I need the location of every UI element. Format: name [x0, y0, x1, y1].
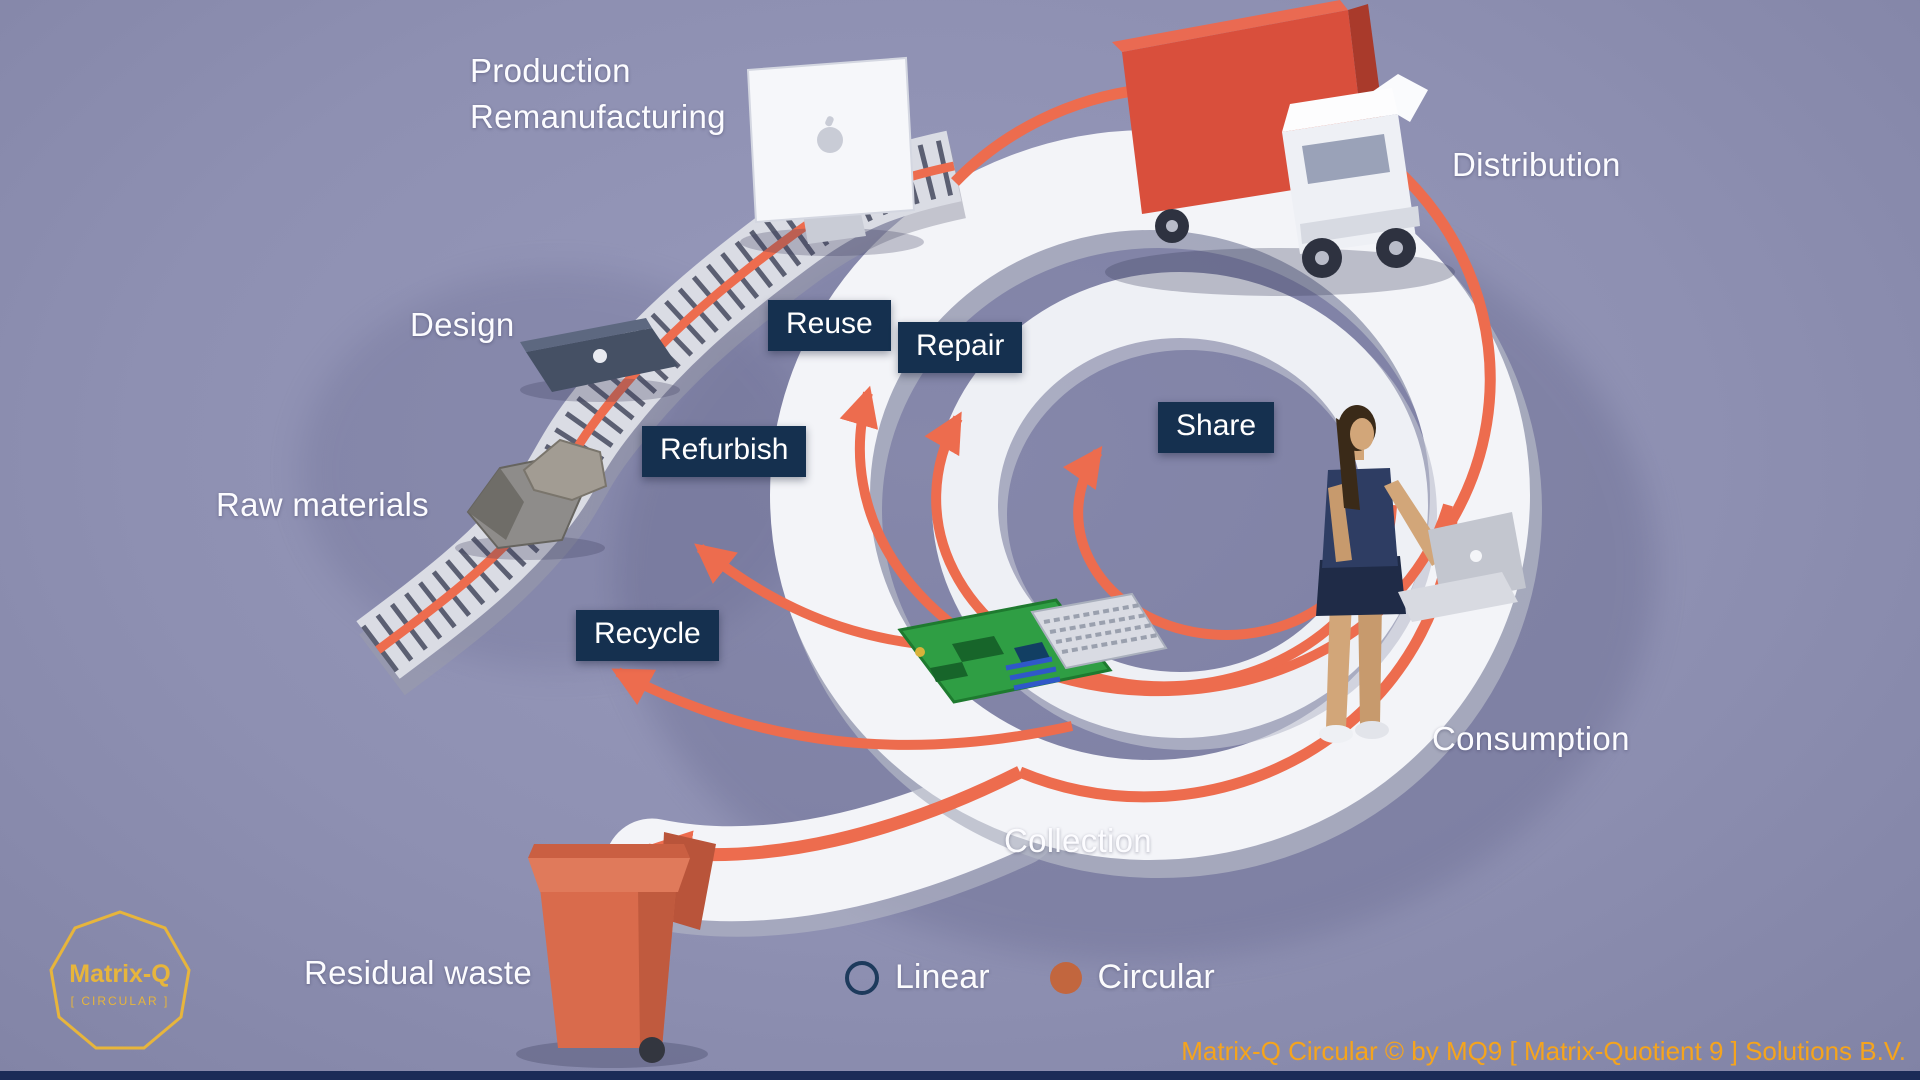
label-production: Production [470, 52, 631, 89]
tag-recycle: Recycle [576, 610, 719, 661]
waste-bin-icon [516, 832, 716, 1068]
distribution-truck-icon [1105, 0, 1455, 296]
label-distribution: Distribution [1452, 146, 1621, 183]
label-remanufacturing: Remanufacturing [470, 98, 726, 135]
apple-logo-icon [817, 127, 843, 153]
consumer-person-icon [1316, 405, 1526, 743]
tag-refurbish: Refurbish [642, 426, 807, 477]
recycle-flow-arrow [611, 667, 1074, 750]
label-raw-materials: Raw materials [216, 486, 429, 523]
bottom-bar [0, 1071, 1920, 1080]
legend: Linear Circular [845, 958, 1215, 997]
apple-logo-icon [593, 349, 607, 363]
circular-ribbon-inner [932, 272, 1428, 738]
keyboard-icon [1030, 592, 1168, 670]
tag-reuse: Reuse [768, 300, 891, 351]
tag-share: Share [1158, 402, 1275, 453]
label-design: Design [410, 306, 515, 343]
logo-subtitle: [ CIRCULAR ] [70, 994, 170, 1008]
design-laptop-icon [520, 318, 680, 402]
tag-repair: Repair [898, 322, 1023, 373]
label-production-remanufacturing: Production Remanufacturing [470, 48, 726, 140]
circular-legend-icon [1049, 961, 1082, 994]
nonagon-icon [49, 910, 191, 1050]
label-residual-waste: Residual waste [304, 954, 532, 991]
consumer-laptop-icon [1398, 512, 1526, 622]
legend-circular-label: Circular [1097, 958, 1215, 996]
logo-title: Matrix-Q [69, 960, 171, 988]
apple-logo-icon [1470, 550, 1482, 562]
matrixq-logo: Matrix-Q [ CIRCULAR ] [44, 906, 196, 1058]
copyright-text: Matrix-Q Circular © by MQ9 [ Matrix-Quot… [1181, 1036, 1906, 1066]
label-consumption: Consumption [1432, 720, 1630, 757]
label-collection: Collection [1004, 822, 1152, 859]
raw-material-rocks-icon [455, 438, 608, 560]
production-monitor-icon [740, 56, 924, 256]
legend-linear-label: Linear [895, 958, 990, 996]
linear-legend-icon [845, 960, 879, 995]
